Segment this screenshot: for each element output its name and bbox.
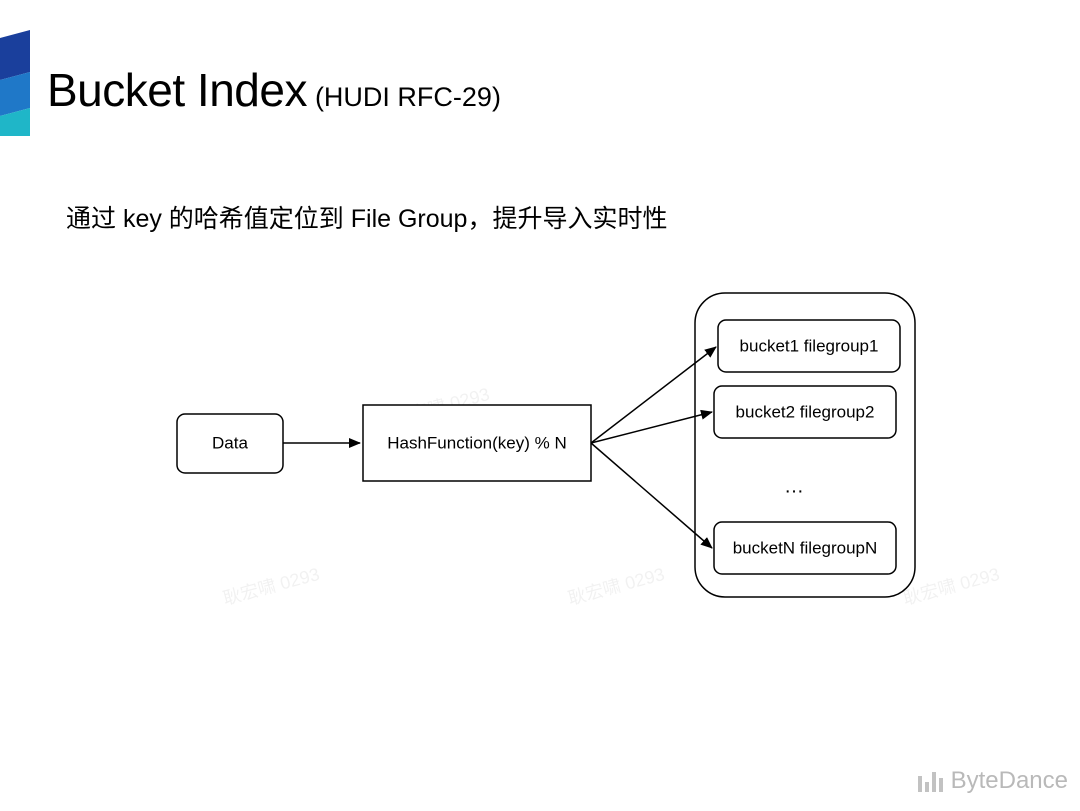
- bucket-ellipsis: …: [784, 475, 804, 497]
- edge-hash-to-bucket-2: [590, 409, 713, 444]
- slide-title-note: (HUDI RFC-29): [314, 82, 501, 112]
- accent-bar-top: [0, 30, 30, 80]
- watermark-text: 耿宏啸 0293: [901, 564, 1002, 609]
- bucket-node-1-label: bucket1 filegroup1: [740, 336, 879, 355]
- bytedance-logo-icon: [917, 770, 943, 792]
- bucket-node-2: bucket2 filegroup2: [713, 385, 897, 439]
- accent-bar: [0, 30, 30, 136]
- slide-subtitle: 通过 key 的哈希值定位到 File Group，提升导入实时性: [66, 205, 668, 233]
- bytedance-logo: ByteDance: [917, 767, 1068, 795]
- slide-title-main: Bucket Index: [47, 64, 307, 116]
- brand-name: ByteDance: [950, 767, 1068, 794]
- bucket-container: [694, 292, 916, 598]
- watermark-text: 耿宏啸 0293: [566, 564, 667, 609]
- accent-bar-bottom: [0, 108, 30, 136]
- data-node: Data: [176, 413, 284, 474]
- hash-function-node-label: HashFunction(key) % N: [387, 433, 567, 452]
- watermark-text: 耿宏啸 0293: [221, 564, 322, 609]
- bucket-node-1: bucket1 filegroup1: [717, 319, 901, 373]
- hash-function-node: HashFunction(key) % N: [362, 404, 592, 482]
- bucket-node-2-label: bucket2 filegroup2: [736, 402, 875, 421]
- edge-hash-to-bucket-n: [590, 442, 713, 549]
- bucket-node-n: bucketN filegroupN: [713, 521, 897, 575]
- data-node-label: Data: [212, 433, 248, 452]
- accent-bar-middle: [0, 72, 30, 116]
- edge-hash-to-bucket-1: [590, 346, 717, 444]
- bucket-node-n-label: bucketN filegroupN: [733, 538, 878, 557]
- slide-title: Bucket Index(HUDI RFC-29): [47, 62, 501, 125]
